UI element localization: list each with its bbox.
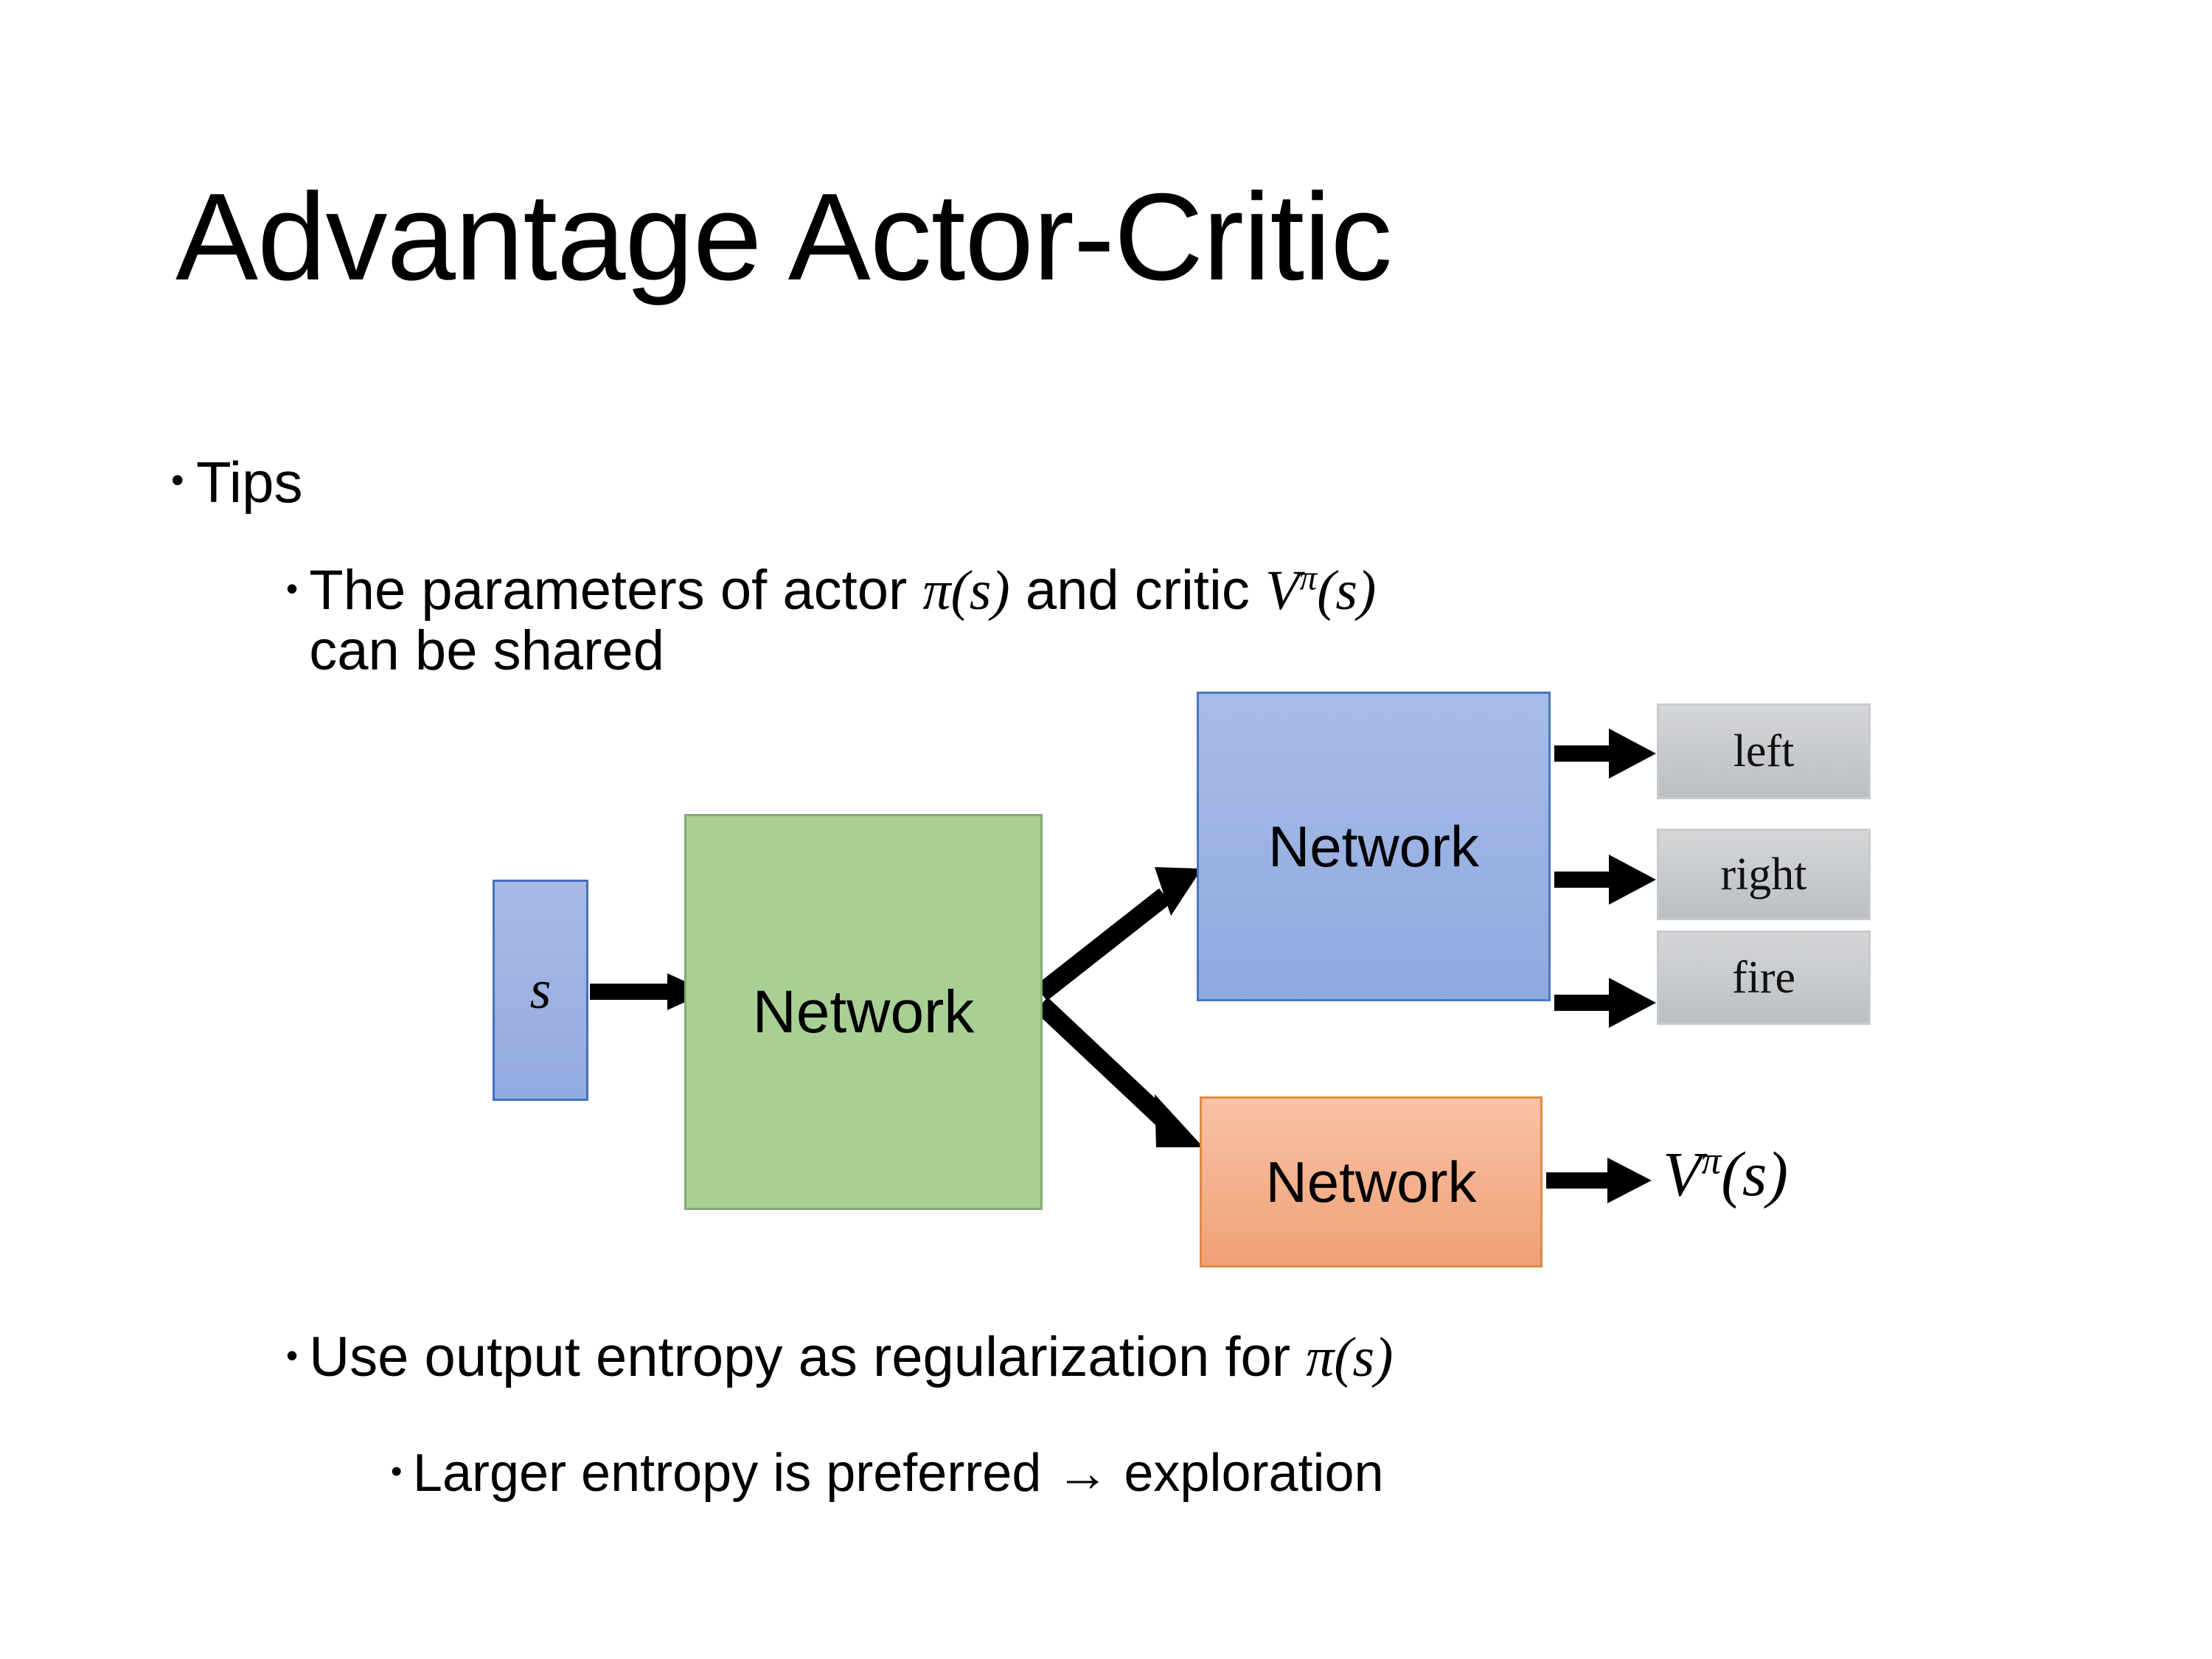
shared-text-part2: and critic xyxy=(1009,559,1266,622)
bullet-marker-icon: • xyxy=(286,569,299,608)
value-output-superscript-pi: π xyxy=(1701,1138,1722,1183)
math-pi-of-s: π(s) xyxy=(1306,1326,1394,1388)
bullet-larger-entropy-label: Larger entropy is preferred → exploratio… xyxy=(412,1444,1384,1503)
bullet-shared-parameters: • The parameters of actor π(s) and criti… xyxy=(286,560,1376,681)
shared-network-label: Network xyxy=(752,978,975,1046)
bullet-larger-entropy: • Larger entropy is preferred → explorat… xyxy=(391,1444,1384,1503)
action-label-right: right xyxy=(1720,849,1807,900)
math-v-argument: (s) xyxy=(1317,560,1377,622)
math-v-base: V xyxy=(1265,560,1300,622)
critic-network-label: Network xyxy=(1265,1149,1477,1214)
bullet-marker-icon: • xyxy=(171,459,184,501)
action-box-fire[interactable]: fire xyxy=(1657,931,1871,1025)
value-output-base: V xyxy=(1663,1138,1702,1209)
bullet-entropy-label: Use output entropy as regularization for… xyxy=(309,1326,1394,1388)
critic-network-box[interactable]: Network xyxy=(1200,1096,1543,1267)
bullet-shared-parameters-label: The parameters of actor π(s) and critic … xyxy=(309,560,1376,681)
actor-network-box[interactable]: Network xyxy=(1197,692,1551,1001)
bullet-tips-label: Tips xyxy=(196,450,303,515)
state-input-label: s xyxy=(529,959,552,1020)
arrow-actor-to-right xyxy=(1554,855,1656,905)
bullet-marker-icon: • xyxy=(391,1453,403,1489)
state-input-box[interactable]: s xyxy=(493,880,588,1101)
action-label-left: left xyxy=(1733,726,1795,776)
math-v-superscript-pi: π xyxy=(1299,559,1318,598)
bullet-entropy-regularization: • Use output entropy as regularization f… xyxy=(286,1326,1394,1388)
value-function-output-label: Vπ(s) xyxy=(1663,1137,1788,1211)
action-box-left[interactable]: left xyxy=(1657,703,1871,799)
action-box-right[interactable]: right xyxy=(1657,829,1871,920)
value-output-argument: (s) xyxy=(1721,1138,1789,1209)
shared-text-part3: can be shared xyxy=(309,619,664,683)
arrow-shared-to-actor xyxy=(1034,867,1202,1001)
bullet-marker-icon: • xyxy=(286,1336,299,1374)
shared-network-box[interactable]: Network xyxy=(684,814,1043,1210)
actor-network-label: Network xyxy=(1267,813,1480,879)
math-pi-of-s: π(s) xyxy=(922,560,1010,622)
arrow-actor-to-fire xyxy=(1554,978,1656,1028)
page-title: Advantage Actor-Critic xyxy=(175,167,1392,306)
bullet-tips: • Tips xyxy=(171,451,302,513)
arrow-shared-to-critic xyxy=(1034,997,1203,1147)
action-label-fire: fire xyxy=(1731,952,1796,1003)
arrow-actor-to-left xyxy=(1554,728,1656,779)
entropy-text: Use output entropy as regularization for xyxy=(309,1326,1307,1388)
shared-text-part1: The parameters of actor xyxy=(309,559,923,622)
arrow-critic-to-value xyxy=(1546,1158,1652,1203)
